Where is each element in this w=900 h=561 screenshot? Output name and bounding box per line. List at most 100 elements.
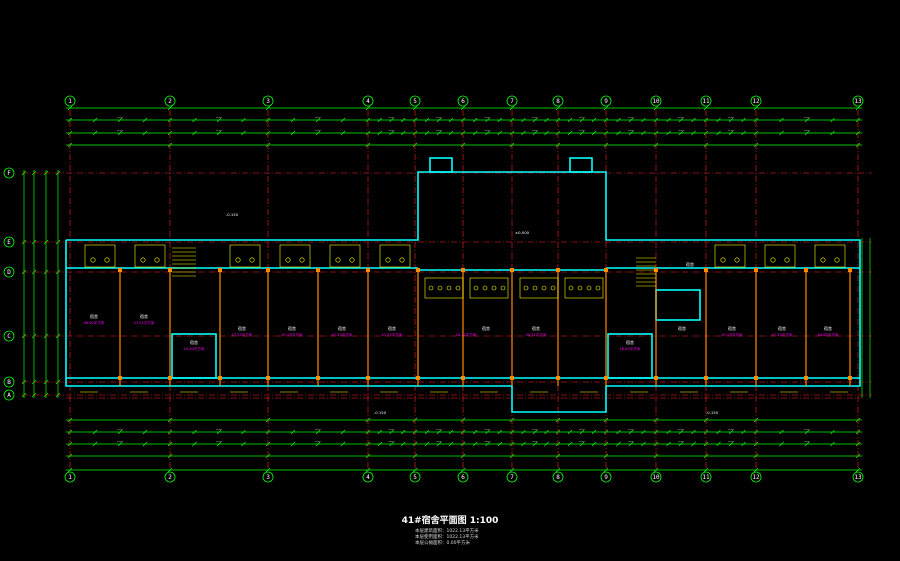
axis-bubble — [457, 471, 469, 483]
column — [316, 376, 320, 380]
dimension-tick — [753, 467, 759, 473]
dimension-text: ‒‒‒ — [804, 128, 811, 132]
dimension-tick — [628, 441, 634, 447]
dimension-tick — [389, 429, 394, 435]
axis-bubble — [64, 95, 76, 107]
axis-bubble — [852, 471, 864, 483]
toilet-fixture — [385, 257, 391, 263]
dimension-tick — [532, 130, 538, 136]
axis-bubble — [650, 471, 662, 483]
axis-label: 2 — [168, 474, 172, 481]
washroom-block — [814, 244, 846, 268]
dimension-text: ‒‒‒ — [728, 115, 735, 119]
dimension-text: ‒‒‒ — [388, 439, 395, 443]
dimension-tick — [424, 441, 430, 447]
axis-bubble — [3, 236, 15, 248]
elevation-label: -0.150 — [226, 212, 239, 217]
dimension-tick — [365, 117, 371, 123]
sink-fixture — [834, 257, 840, 263]
area-label: 47.25平方米 — [771, 332, 792, 337]
washroom-block — [329, 244, 361, 268]
dimension-tick — [741, 130, 746, 136]
dimension-text: ‒‒‒ — [628, 439, 635, 443]
axis-label: 10 — [652, 98, 660, 105]
area-label: 18.00平方米 — [619, 346, 640, 351]
room-label: 宿舍 — [824, 325, 832, 331]
dimension-tick — [830, 130, 835, 136]
dimension-tick — [666, 429, 671, 435]
toilet-fixture — [455, 285, 461, 291]
dimension-tick — [728, 429, 734, 435]
dimension-text: ‒‒‒ — [678, 439, 685, 443]
dimension-tick — [521, 441, 526, 447]
sink-fixture — [784, 257, 790, 263]
washroom-block — [564, 277, 604, 299]
dimension-tick — [804, 117, 810, 123]
column — [118, 376, 122, 380]
column — [654, 376, 658, 380]
dimension-tick — [603, 117, 609, 123]
toilet-fixture — [90, 257, 96, 263]
axis-bubble — [3, 266, 15, 278]
dimension-tick — [509, 105, 515, 111]
dimension-tick — [365, 105, 371, 111]
axis-bubble — [3, 330, 15, 342]
dimension-tick — [315, 130, 321, 136]
room-label: 宿舍 — [482, 325, 490, 331]
axis-bubble — [552, 471, 564, 483]
dimension-tick — [591, 130, 597, 136]
dimension-tick — [855, 467, 861, 473]
dimension-tick — [509, 467, 515, 473]
room-label: 宿舍 — [338, 325, 346, 331]
toilet-fixture — [285, 257, 291, 263]
dimension-tick — [804, 130, 810, 136]
dimension-tick — [567, 441, 573, 447]
dimension-tick — [460, 105, 466, 111]
elevation-label: ±0.000 — [515, 230, 530, 235]
dimension-tick — [389, 441, 394, 447]
dimension-text: ‒‒‒ — [484, 128, 491, 132]
washroom-block — [279, 244, 311, 268]
axis-label: A — [7, 392, 11, 399]
axis-bubble — [700, 95, 712, 107]
dimension-tick — [678, 130, 684, 136]
dimension-tick — [436, 429, 442, 435]
sink-fixture — [104, 257, 110, 263]
room-label: 宿舍 — [238, 325, 246, 331]
dimension-tick — [666, 130, 671, 136]
dimension-tick — [497, 130, 502, 136]
dimension-tick — [616, 130, 621, 136]
dimension-tick — [855, 117, 861, 123]
dimension-tick — [448, 117, 454, 123]
dimension-text: ‒‒‒ — [388, 128, 395, 132]
dimension-tick — [265, 105, 271, 111]
dimension-tick — [340, 130, 346, 136]
dimension-tick — [92, 117, 98, 123]
toilet-fixture — [446, 285, 452, 291]
room-label: 宿舍 — [728, 325, 736, 331]
dimension-tick — [641, 130, 646, 136]
axis-label: 1 — [68, 98, 72, 105]
dimension-tick — [216, 130, 222, 136]
toilet-fixture — [720, 257, 726, 263]
dimension-tick — [579, 441, 585, 447]
dimension-text: ‒‒‒ — [436, 128, 443, 132]
column — [266, 376, 270, 380]
axis-label: 7 — [510, 98, 514, 105]
column — [804, 268, 808, 272]
dimension-tick — [192, 130, 197, 136]
area-label: 34.71平方米 — [455, 332, 476, 337]
dimension-tick — [473, 429, 478, 435]
dimension-tick — [509, 117, 515, 123]
axis-label: 9 — [604, 474, 608, 481]
column — [118, 268, 122, 272]
dimension-text: ‒‒‒ — [117, 439, 124, 443]
area-label: 34.71平方米 — [525, 332, 546, 337]
dimension-tick — [117, 130, 123, 136]
dimension-tick — [142, 429, 148, 435]
dimension-tick — [290, 429, 296, 435]
column — [416, 376, 420, 380]
dimension-tick — [216, 429, 222, 435]
toilet-fixture — [550, 285, 556, 291]
sink-fixture — [249, 257, 255, 263]
